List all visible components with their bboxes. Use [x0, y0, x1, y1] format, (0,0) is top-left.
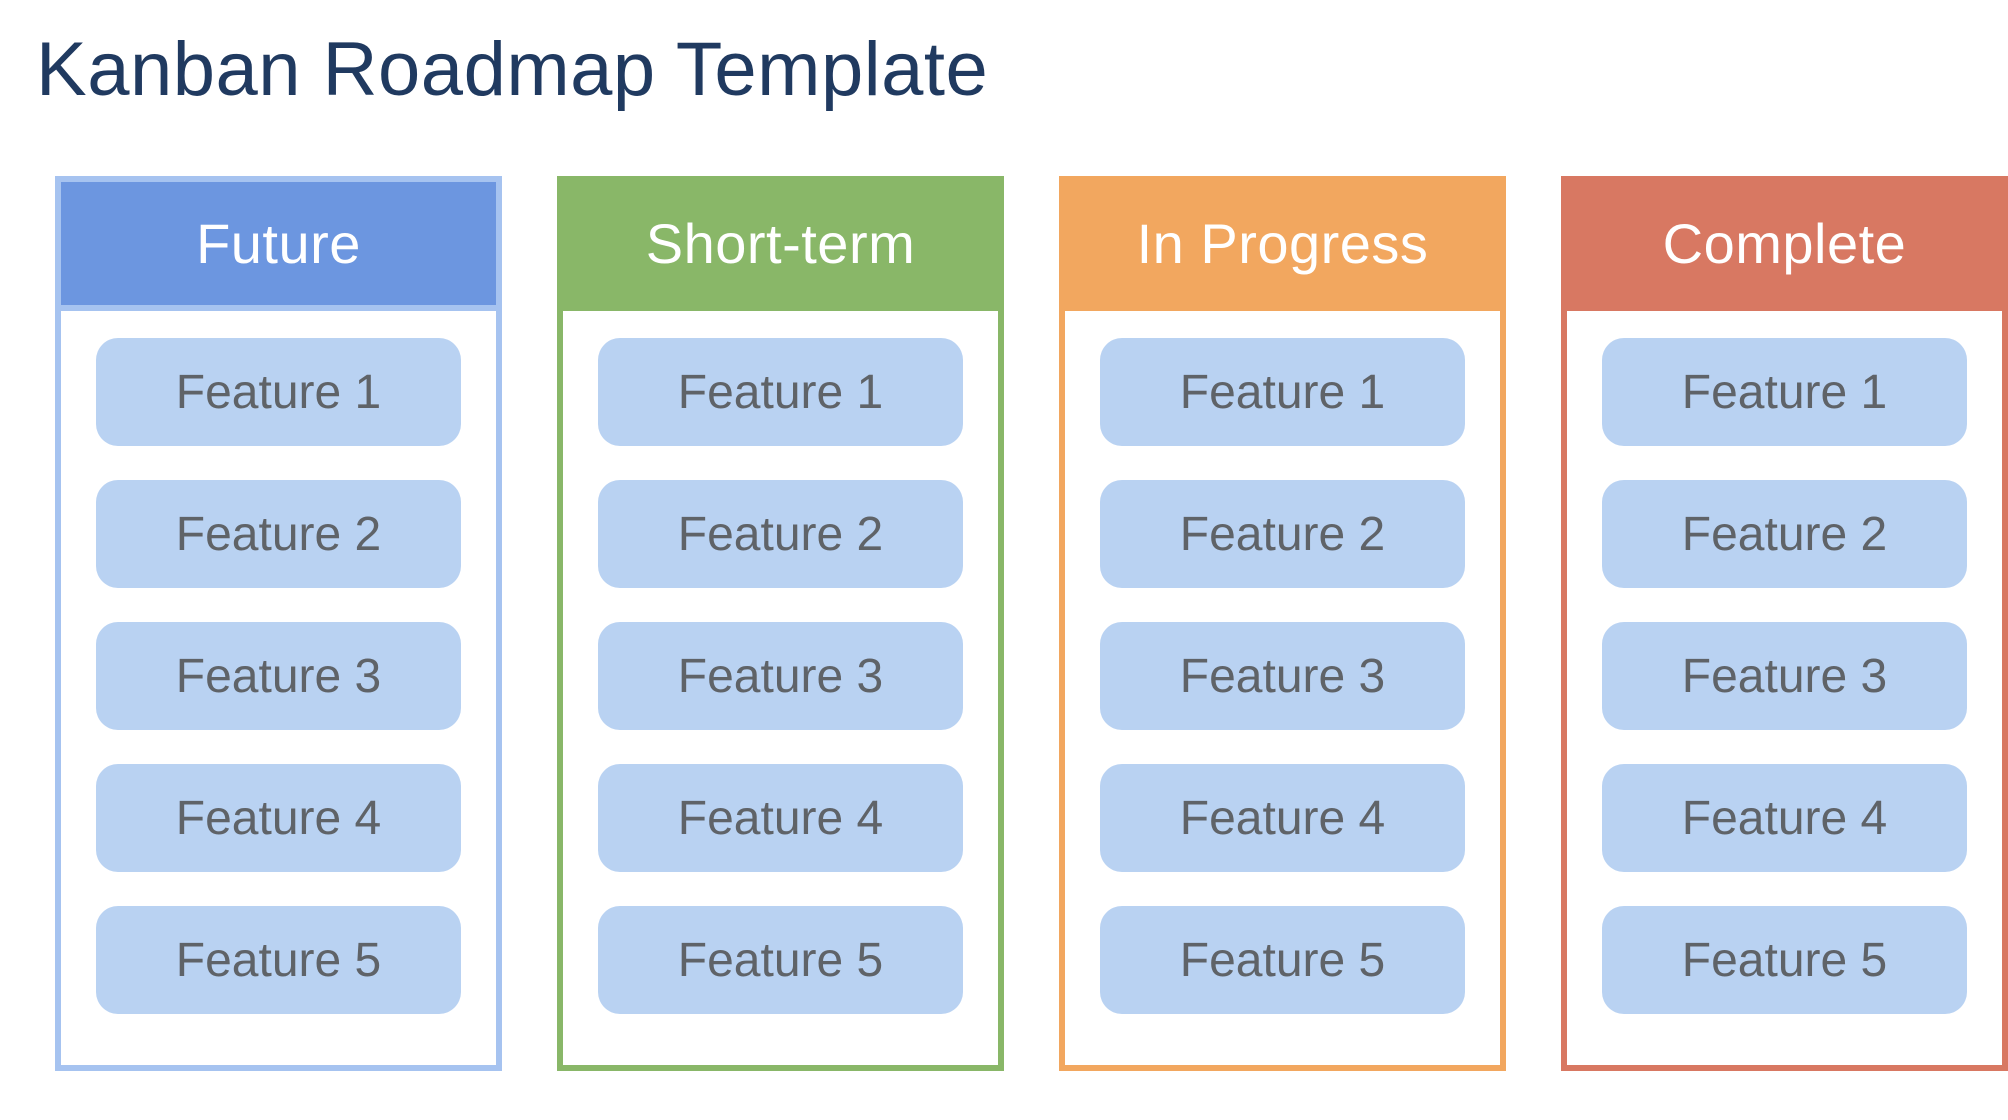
- card-list-future: Feature 1 Feature 2 Feature 3 Feature 4 …: [61, 311, 496, 1065]
- page-title: Kanban Roadmap Template: [36, 27, 989, 112]
- kanban-card[interactable]: Feature 5: [1100, 906, 1465, 1014]
- kanban-card[interactable]: Feature 1: [1602, 338, 1967, 446]
- kanban-card[interactable]: Feature 3: [1100, 622, 1465, 730]
- card-list-short-term: Feature 1 Feature 2 Feature 3 Feature 4 …: [563, 311, 998, 1065]
- kanban-card[interactable]: Feature 3: [598, 622, 963, 730]
- kanban-column-in-progress: In Progress Feature 1 Feature 2 Feature …: [1059, 176, 1506, 1071]
- kanban-card[interactable]: Feature 1: [1100, 338, 1465, 446]
- kanban-column-complete: Complete Feature 1 Feature 2 Feature 3 F…: [1561, 176, 2008, 1071]
- kanban-column-short-term: Short-term Feature 1 Feature 2 Feature 3…: [557, 176, 1004, 1071]
- kanban-card[interactable]: Feature 4: [1100, 764, 1465, 872]
- column-header-future: Future: [61, 182, 496, 311]
- kanban-board: Future Feature 1 Feature 2 Feature 3 Fea…: [55, 176, 2008, 1071]
- kanban-card[interactable]: Feature 1: [598, 338, 963, 446]
- card-list-in-progress: Feature 1 Feature 2 Feature 3 Feature 4 …: [1065, 311, 1500, 1065]
- kanban-card[interactable]: Feature 4: [96, 764, 461, 872]
- kanban-card[interactable]: Feature 5: [598, 906, 963, 1014]
- kanban-card[interactable]: Feature 3: [96, 622, 461, 730]
- kanban-card[interactable]: Feature 4: [598, 764, 963, 872]
- column-header-complete: Complete: [1567, 182, 2002, 311]
- kanban-column-future: Future Feature 1 Feature 2 Feature 3 Fea…: [55, 176, 502, 1071]
- card-list-complete: Feature 1 Feature 2 Feature 3 Feature 4 …: [1567, 311, 2002, 1065]
- kanban-card[interactable]: Feature 5: [1602, 906, 1967, 1014]
- kanban-card[interactable]: Feature 2: [1602, 480, 1967, 588]
- kanban-card[interactable]: Feature 3: [1602, 622, 1967, 730]
- kanban-card[interactable]: Feature 2: [96, 480, 461, 588]
- column-header-short-term: Short-term: [563, 182, 998, 311]
- kanban-card[interactable]: Feature 5: [96, 906, 461, 1014]
- kanban-card[interactable]: Feature 1: [96, 338, 461, 446]
- kanban-card[interactable]: Feature 2: [1100, 480, 1465, 588]
- column-header-in-progress: In Progress: [1065, 182, 1500, 311]
- kanban-card[interactable]: Feature 2: [598, 480, 963, 588]
- kanban-card[interactable]: Feature 4: [1602, 764, 1967, 872]
